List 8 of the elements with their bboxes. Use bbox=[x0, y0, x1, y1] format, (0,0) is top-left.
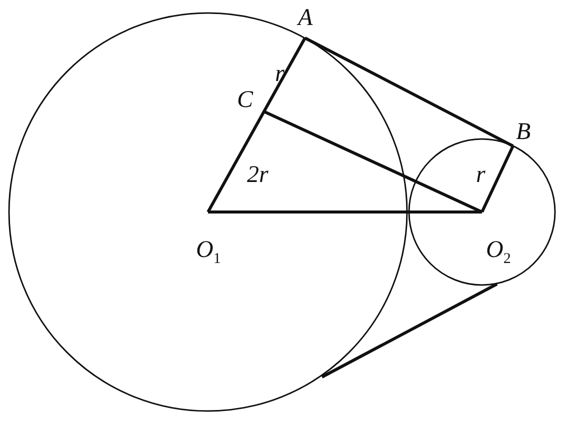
length-label: r bbox=[476, 163, 486, 187]
point-label: B bbox=[516, 120, 531, 144]
point-label: C bbox=[237, 88, 254, 112]
point-label: A bbox=[298, 6, 313, 30]
length-label: r bbox=[275, 62, 284, 86]
point-label: O$_{2}$ bbox=[486, 238, 511, 267]
point-label: O$_{1}$ bbox=[196, 238, 221, 267]
length-label: 2r bbox=[247, 163, 268, 187]
